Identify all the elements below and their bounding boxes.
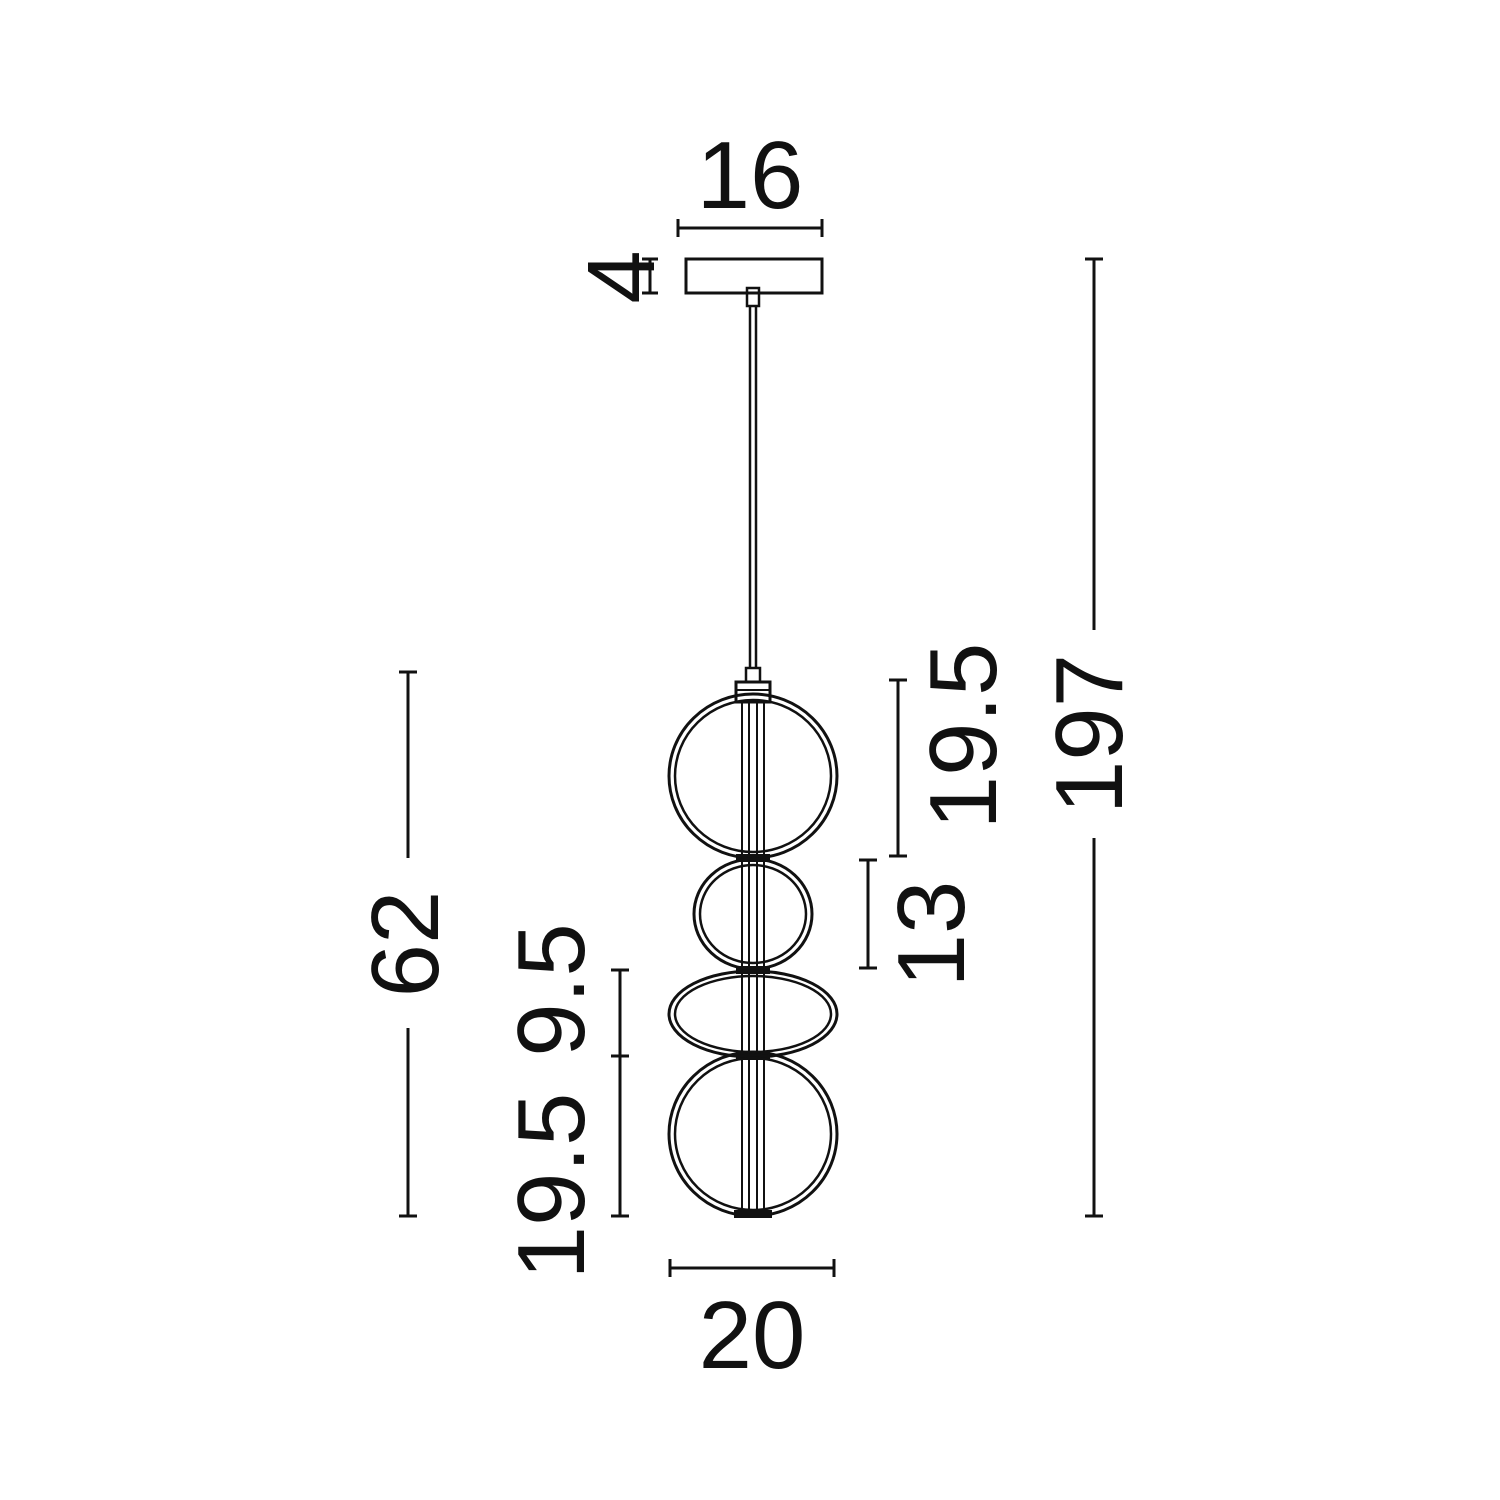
bottom-globe-height-label: 19.5	[498, 1093, 605, 1280]
middle-globe-ring-outer	[692, 857, 814, 971]
top-globe-ring-outer	[667, 692, 839, 860]
canopy-width-label: 16	[697, 122, 804, 229]
body-height-dimension-line	[399, 670, 417, 1218]
body-width-dimension-line	[668, 1259, 836, 1277]
canopy-cable-connector	[745, 286, 761, 308]
flat-ring-outer	[667, 969, 839, 1059]
bottom-cap	[734, 1210, 772, 1218]
total-height-dimension-line	[1085, 257, 1103, 1218]
cable-clamp	[744, 666, 762, 684]
flat-ring-inner	[673, 974, 833, 1054]
top-globe-ring-inner	[673, 698, 833, 854]
dimension-lines	[399, 219, 1103, 1277]
middle-globe-height-label: 13	[878, 881, 985, 988]
middle-globe-dimension-line	[859, 858, 877, 970]
top-cap	[734, 680, 772, 704]
flat-ring-height-label: 9.5	[498, 923, 605, 1056]
bottom-globe-ring-inner	[673, 1056, 833, 1212]
canopy-height-label: 4	[568, 250, 675, 303]
top-globe-dimension-line	[889, 678, 907, 858]
middle-globe-ring-inner	[698, 863, 808, 965]
body-width-label: 20	[699, 1282, 806, 1389]
canopy-height-dimension-line	[642, 257, 658, 295]
bottom-globe-ring-outer	[667, 1050, 839, 1218]
dimension-labels: 16 4 197 19.5 13 62 9.5 19.5 20	[352, 122, 1143, 1389]
top-globe-height-label: 19.5	[910, 643, 1017, 830]
canopy-width-dimension-line	[676, 219, 824, 237]
pendant-lamp	[667, 257, 839, 1218]
ceiling-canopy	[684, 257, 824, 295]
joint-3	[736, 1052, 770, 1060]
lower-rings-dimension-line	[611, 968, 629, 1218]
body-height-label: 62	[352, 891, 459, 998]
total-height-label: 197	[1036, 654, 1143, 814]
